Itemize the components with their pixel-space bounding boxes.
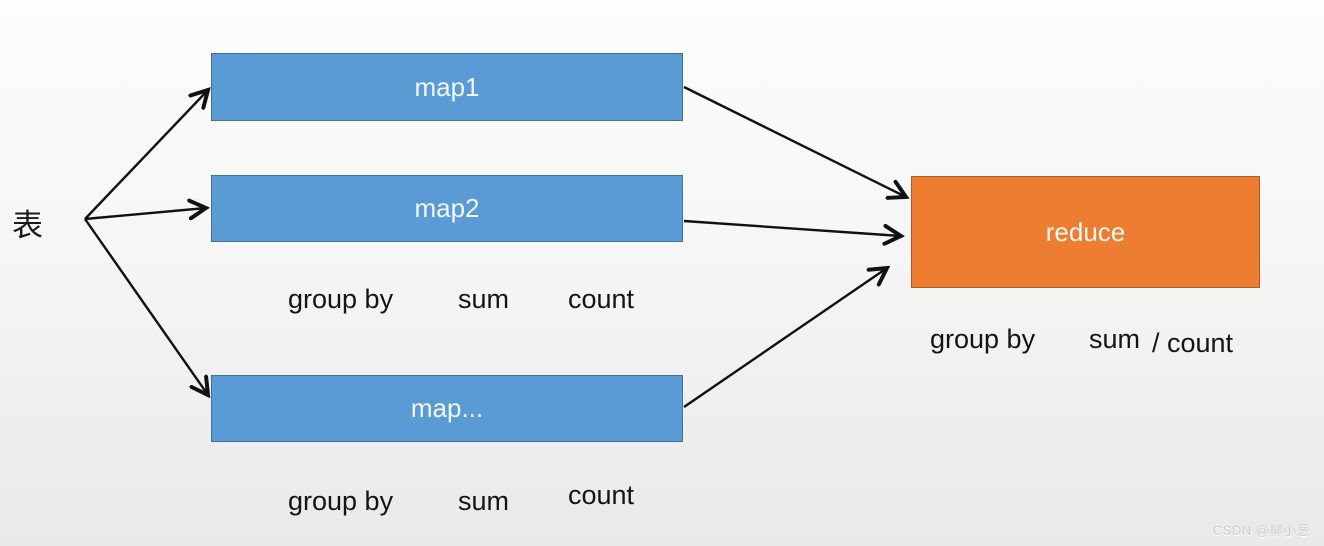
- csdn-watermark: CSDN @柳小葱: [1212, 523, 1310, 538]
- reduce-operations-row: group by sum / count: [0, 324, 1324, 358]
- arrow-source-to-map2: [84, 208, 206, 219]
- map1-node: map1: [211, 53, 683, 121]
- map3-label: map...: [410, 393, 484, 423]
- arrow-source-to-map1: [84, 90, 208, 220]
- map2-op-count: count: [568, 284, 635, 314]
- reduce-op-div-count: / count: [1152, 328, 1234, 358]
- reduce-op-group-by: group by: [930, 324, 1036, 354]
- map3-operations-row: group by sum count: [0, 480, 1324, 520]
- map2-node: map2: [211, 175, 683, 242]
- map3-op-sum: sum: [458, 486, 510, 516]
- map3-op-count: count: [568, 480, 635, 510]
- reduce-node: reduce: [911, 176, 1260, 288]
- map2-op-group-by: group by: [288, 284, 394, 314]
- map2-operations-row: group by sum count: [0, 284, 1324, 318]
- map3-op-group-by: group by: [288, 486, 394, 516]
- arrow-map2-to-reduce: [683, 219, 901, 236]
- arrow-map1-to-reduce: [683, 85, 906, 197]
- map1-label: map1: [414, 71, 480, 102]
- source-table-label: 表: [12, 208, 43, 243]
- map2-op-sum: sum: [458, 284, 510, 314]
- reduce-op-sum: sum: [1089, 324, 1141, 354]
- map3-node: map...: [211, 375, 683, 442]
- map2-label: map2: [414, 193, 480, 223]
- reduce-label: reduce: [1045, 216, 1126, 247]
